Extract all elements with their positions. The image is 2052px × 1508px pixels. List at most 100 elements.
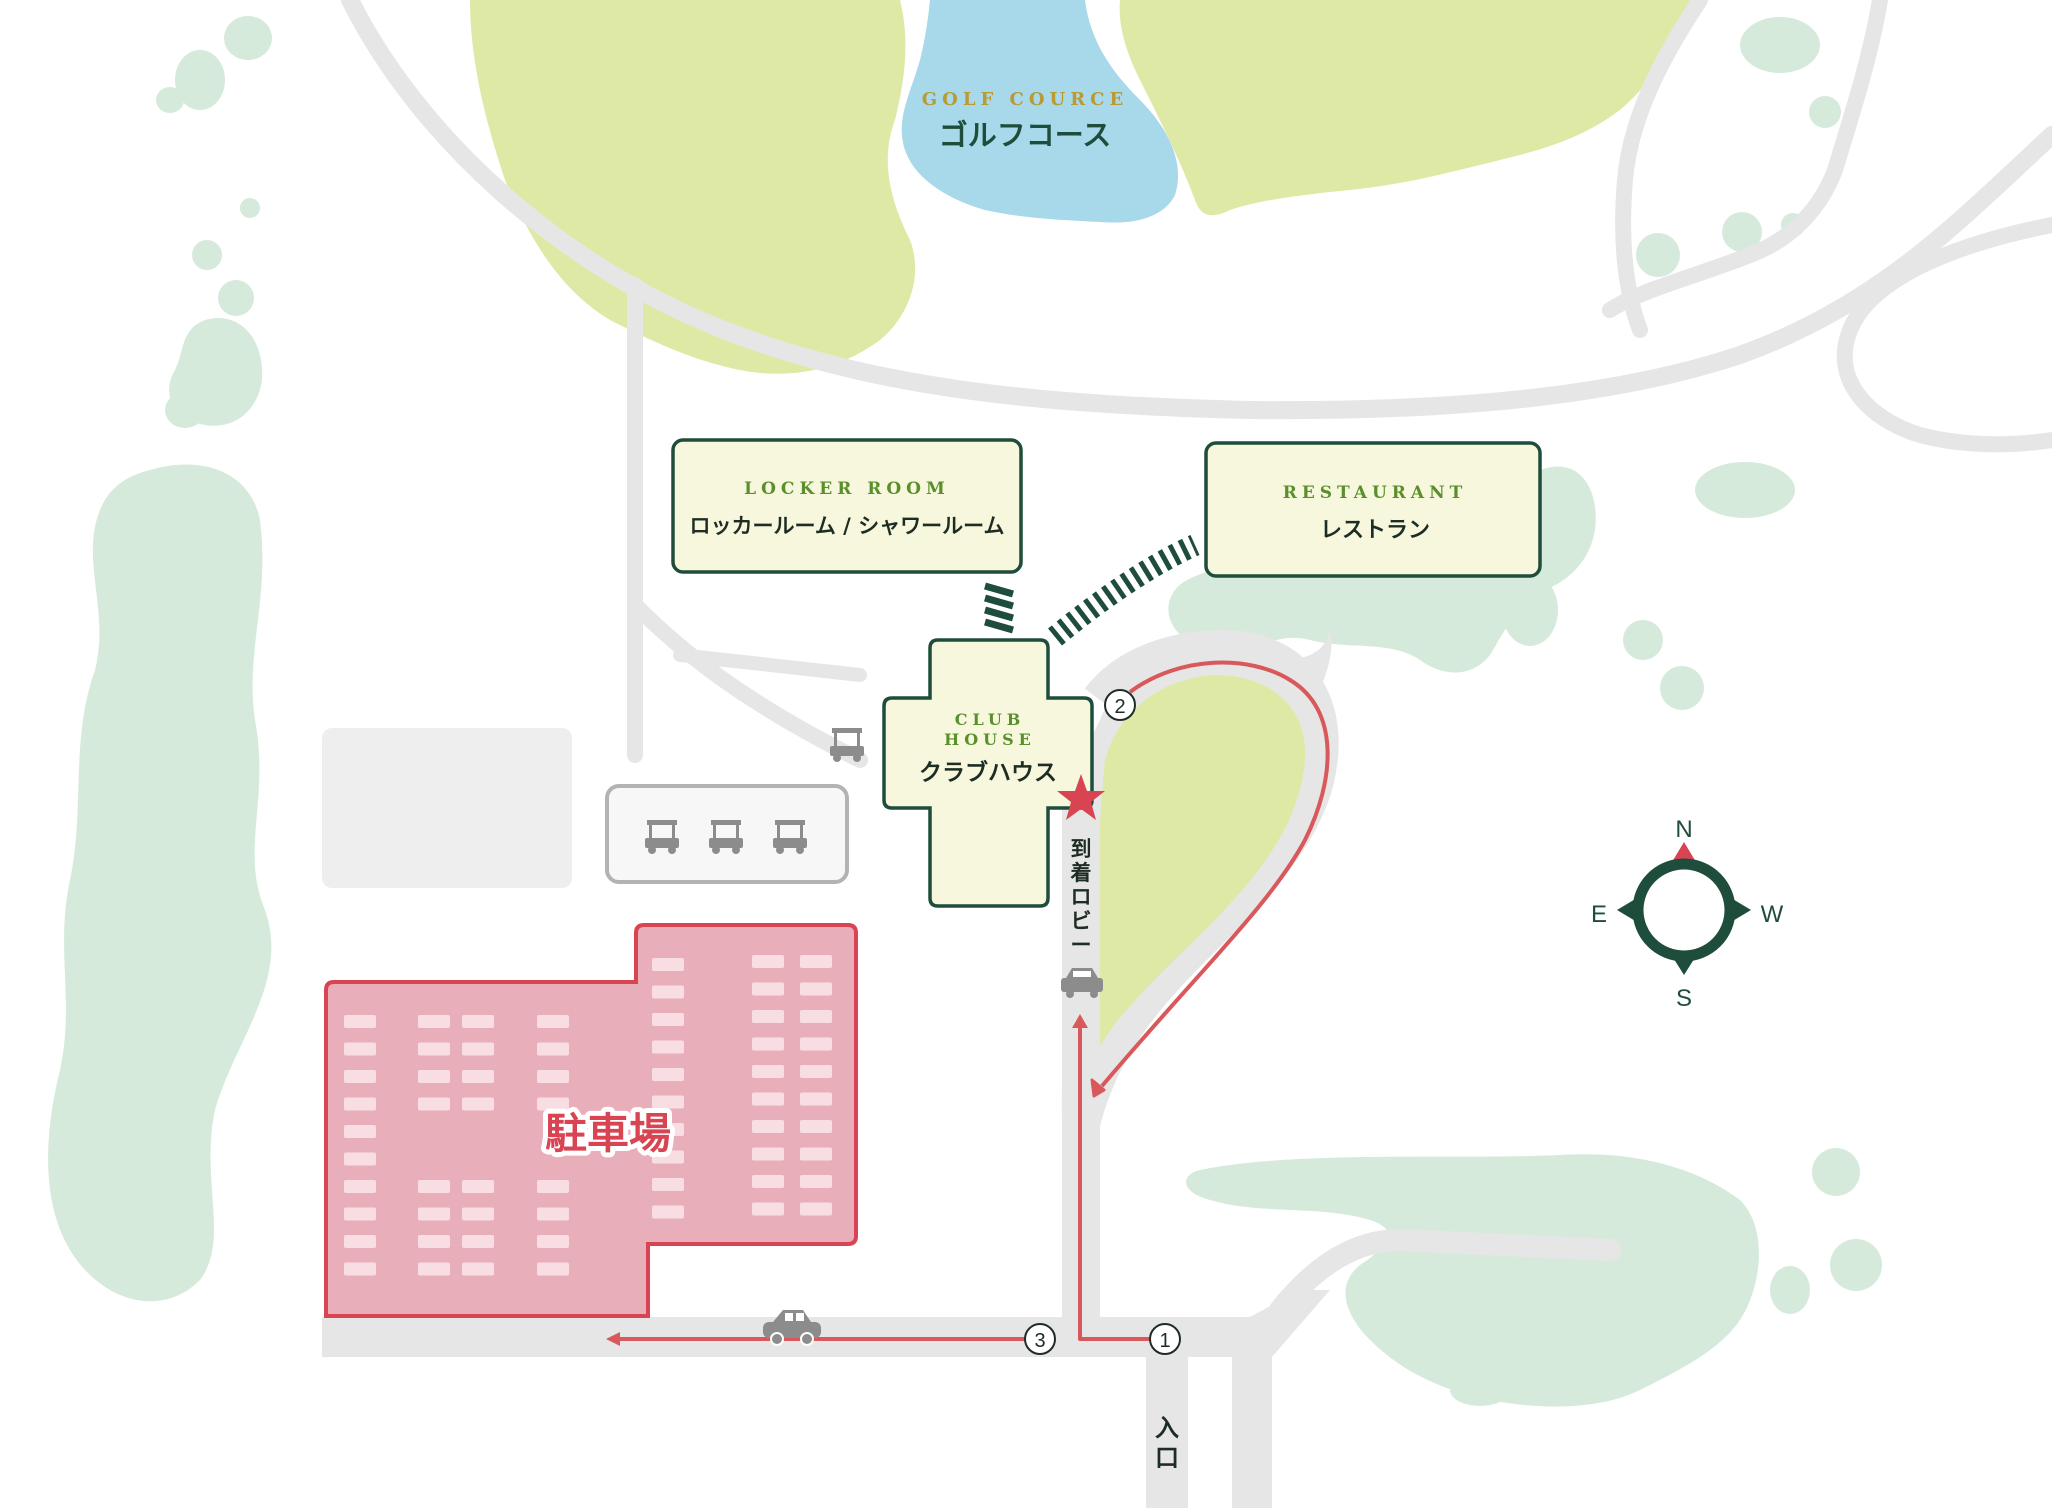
parking-stall [418, 1207, 450, 1221]
parking-stall [537, 1042, 569, 1056]
locker-room-title-jp: ロッカールーム / シャワールーム [689, 514, 1004, 538]
parking-stall [344, 1180, 376, 1193]
tree-blob [165, 392, 205, 428]
car-icon [1061, 968, 1103, 998]
road-entrance [1146, 1340, 1188, 1508]
tree-blob [192, 240, 222, 270]
locker-room-box [671, 438, 1023, 574]
tree-blob [224, 16, 272, 60]
club-house-building [882, 638, 1094, 908]
pond [901, 0, 1179, 223]
golf-cart-icon [645, 820, 679, 854]
tree-blob [240, 198, 260, 218]
parking-stall [800, 1037, 832, 1051]
tree-area-left-long [48, 464, 272, 1302]
parking-stall [418, 1180, 450, 1193]
tree-blob [1770, 1266, 1810, 1314]
club-house-title-en-2: HOUSE [944, 730, 1036, 749]
parking-label: 駐車場 [545, 1109, 671, 1158]
tree-blob [218, 280, 254, 316]
compass-arrow-east [1617, 898, 1637, 922]
tree-blob [1722, 212, 1762, 252]
cart-shed-box [605, 784, 849, 884]
parking-stall [418, 1070, 450, 1083]
arrival-lobby-label: 到 着 ロ ビ ー [1070, 837, 1092, 957]
arrival-lobby-char: ビ [1071, 909, 1092, 933]
parking-stall [344, 1152, 376, 1166]
road-lower-right [1269, 1228, 1621, 1321]
parking-stall [462, 1262, 494, 1276]
golf-cart-icon [830, 728, 864, 762]
parking-stall [800, 1175, 832, 1188]
parking-lot: 駐車場 [324, 923, 858, 1318]
compass: N S E W [1591, 816, 1784, 1012]
route-step-2-number: 2 [1114, 696, 1125, 718]
arrival-lobby-char: 到 [1071, 837, 1092, 861]
route-arrow-head [1072, 1014, 1088, 1028]
compass-north-label: N [1675, 816, 1692, 843]
parking-stall [462, 1042, 494, 1056]
parking-stall [652, 1123, 684, 1136]
parking-stall [462, 1180, 494, 1193]
cart-shed [605, 784, 849, 884]
parking-stall [652, 1068, 684, 1081]
parking-stall [652, 1013, 684, 1026]
tree-blob [1809, 96, 1841, 128]
golf-cart-icon [773, 820, 807, 854]
parking-stall [752, 1147, 784, 1161]
golf-cart-icon [709, 820, 743, 854]
route-step-3: 3 [1024, 1323, 1056, 1355]
club-house-title-en-1: CLUB [955, 710, 1026, 729]
tree-blob [175, 50, 225, 110]
compass-ring [1632, 858, 1736, 962]
green-island [1096, 675, 1306, 1050]
parking-stall [752, 1202, 784, 1216]
parking-stall [344, 1097, 376, 1111]
tree-blob [1830, 1239, 1882, 1291]
road-junction [1250, 1290, 1330, 1357]
parking-stall [800, 1010, 832, 1023]
parking-stall [652, 1178, 684, 1191]
parking-area [324, 923, 858, 1318]
parking-stall [652, 985, 684, 999]
parking-stalls [344, 955, 832, 1276]
arrival-lobby-char: 着 [1070, 861, 1092, 885]
parking-stall [752, 1037, 784, 1051]
locker-room: LOCKER ROOM ロッカールーム / シャワールーム [671, 438, 1023, 574]
parking-stall [418, 1097, 450, 1111]
parking-stall [800, 955, 832, 968]
parking-stall [800, 1065, 832, 1078]
parking-stall [752, 1092, 784, 1106]
entrance-label: 入 口 [1155, 1414, 1179, 1472]
parking-stall [344, 1235, 376, 1248]
parking-stall [752, 1010, 784, 1023]
parking-stall [800, 1202, 832, 1216]
parking-stall [652, 1150, 684, 1164]
parking-stall [537, 1097, 569, 1111]
driveway [1061, 630, 1339, 1320]
parking-stall [344, 1207, 376, 1221]
corridor-locker [984, 582, 1014, 634]
cart-path-right-vertical [1615, 0, 1708, 338]
parking-stall [462, 1235, 494, 1248]
cart-path-to-clubhouse [627, 597, 868, 768]
arrival-lobby-char: ロ [1071, 885, 1092, 909]
parking-stall [652, 1205, 684, 1219]
driveway-loop-outer [1063, 630, 1339, 1125]
restaurant-box [1204, 441, 1542, 578]
cart-paths [341, 0, 2052, 1321]
tree-blob [1695, 462, 1795, 518]
route-step-3-number: 3 [1034, 1330, 1045, 1352]
parking-stall [652, 1040, 684, 1054]
parking-stall [344, 1015, 376, 1028]
compass-arrow-north [1672, 842, 1696, 862]
parking-stall [800, 1147, 832, 1161]
parking-stall [652, 1095, 684, 1109]
compass-east-label: E [1591, 901, 1607, 928]
parking-stall [752, 1120, 784, 1133]
parking-stall [344, 1262, 376, 1276]
parking-stall [537, 1015, 569, 1028]
parking-stall [462, 1070, 494, 1083]
restaurant-title-jp: レストラン [1320, 518, 1430, 543]
parking-stall [752, 1175, 784, 1188]
